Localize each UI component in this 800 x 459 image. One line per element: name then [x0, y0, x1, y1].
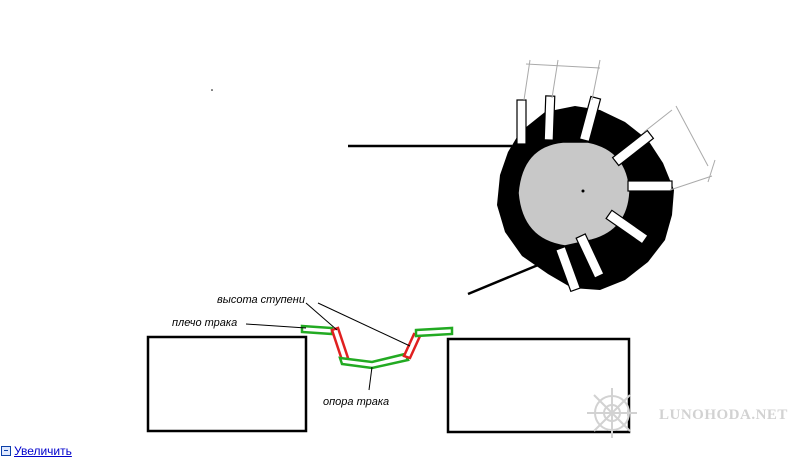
track-shoulder-right: [414, 326, 454, 338]
watermark: LUNOHODA.NET: [587, 388, 788, 438]
zoom-link[interactable]: Увеличить: [14, 444, 72, 458]
label-track-shoulder: плечо трака: [172, 317, 237, 329]
leader-support: [368, 366, 373, 391]
track-support: [338, 352, 410, 370]
zoom-control[interactable]: Увеличить: [1, 444, 72, 458]
step-left: [330, 326, 350, 362]
watermark-text: LUNOHODA.NET: [659, 407, 788, 423]
wheel-tooth: [555, 245, 581, 293]
wheel-tooth: [543, 95, 556, 141]
leader-shoulder: [245, 323, 307, 329]
wheel-tooth: [578, 95, 602, 143]
wheel-tooth: [605, 209, 649, 245]
leader-step-height-2: [317, 302, 411, 347]
label-step-height: высота ступени: [217, 294, 305, 306]
wheel-tooth: [611, 129, 655, 167]
step-right: [402, 332, 422, 360]
hub-center-dot: [581, 189, 585, 193]
wheel-tooth: [627, 180, 673, 192]
stray-dot: [211, 89, 213, 91]
track-shoulder-left: [300, 324, 334, 336]
sprocket-wheel: [348, 59, 716, 296]
wheel-tooth: [575, 233, 605, 279]
dimension-guides: [523, 59, 716, 191]
wheel-tooth: [516, 99, 527, 145]
ship-wheel-icon: [587, 388, 637, 438]
track-diagram: высота ступени плечо трака опора трака L…: [146, 59, 788, 438]
label-track-support: опора трака: [323, 396, 389, 408]
wheel-hub: [517, 141, 631, 247]
track-block-left: [146, 335, 308, 433]
track-section: высота ступени плечо трака опора трака: [146, 294, 631, 434]
zoom-icon[interactable]: [1, 446, 11, 456]
track-block-right: [446, 337, 631, 434]
leader-step-height-1: [305, 302, 338, 331]
